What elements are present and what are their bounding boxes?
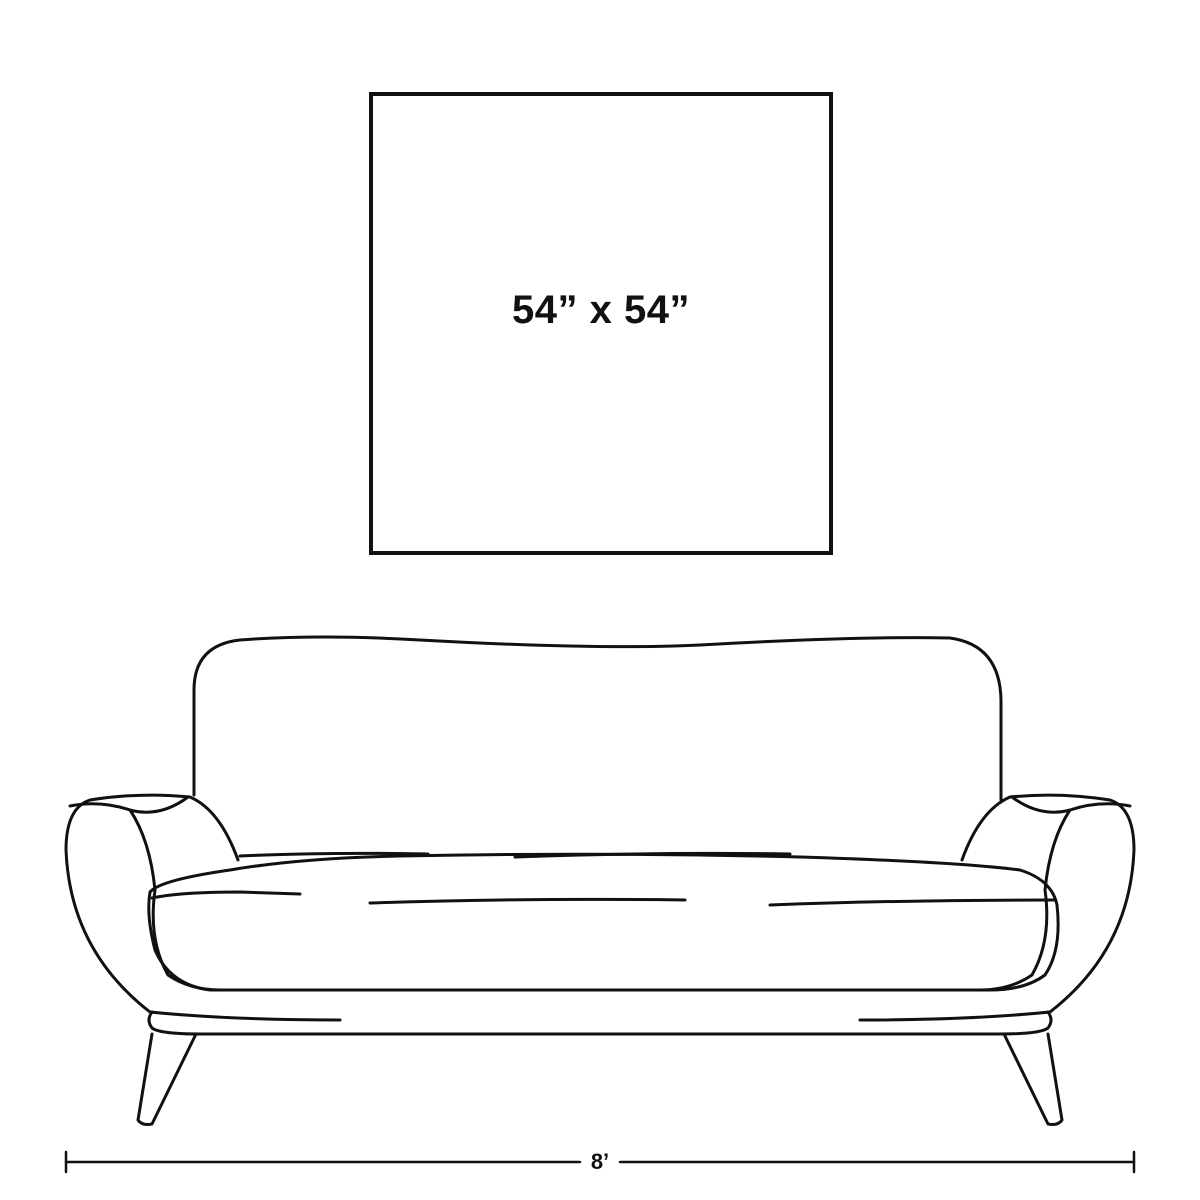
- artwork-frame: 54” x 54”: [369, 92, 833, 555]
- sofa-right-leg: [1002, 1032, 1064, 1126]
- sofa-seat-cushion: [147, 852, 1060, 992]
- sofa-seat-top-seam-2: [513, 851, 792, 859]
- sofa-left-arm-inner: [68, 802, 222, 992]
- sofa-right-arm-crease: [1010, 795, 1072, 814]
- sofa-right-arm-inner: [978, 802, 1132, 992]
- sofa-seat-top-seam-1: [238, 851, 430, 858]
- sofa-seat-seam-2: [768, 898, 1057, 907]
- sofa-left-arm-crease: [128, 795, 190, 814]
- artwork-size-label: 54” x 54”: [512, 288, 690, 332]
- sofa-seat-front-edge: [150, 890, 302, 900]
- sofa-right-arm: [858, 793, 1136, 1022]
- sofa-left-leg: [136, 1032, 198, 1126]
- sofa-seat-seam-1: [368, 897, 687, 905]
- sofa-backrest: [192, 635, 1003, 802]
- sofa-base-rail: [147, 1010, 1053, 1036]
- sofa-width-label: 8’: [582, 1149, 618, 1175]
- sofa-left-arm: [64, 793, 342, 1022]
